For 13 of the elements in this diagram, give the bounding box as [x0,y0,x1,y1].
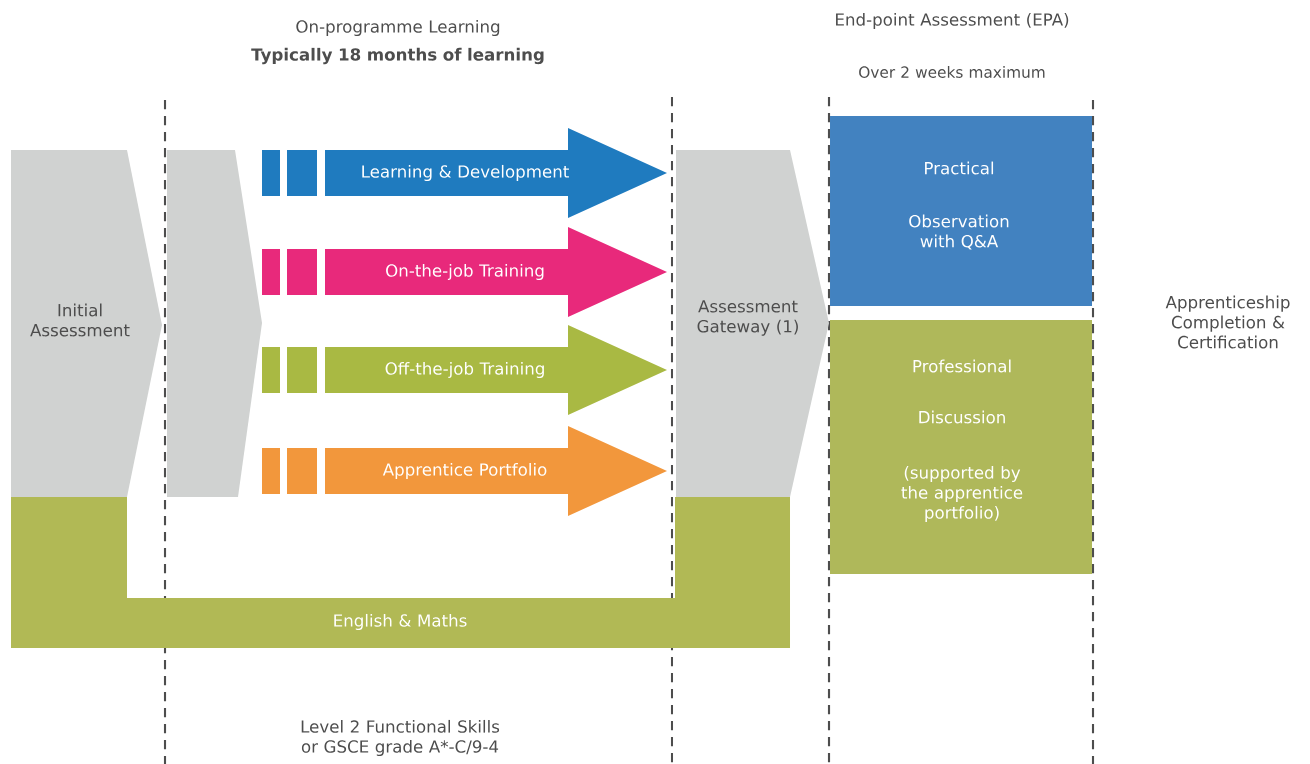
assessment-box: Practical Observation with Q&A [830,116,1092,306]
note: Level 2 Functional Skills or GSCE grade A*-C/9-4 [301,719,500,757]
arrow-banner: Off-the-job Training [262,325,667,415]
arrow-banner: Learning & Development [262,128,667,218]
arrow-banner: Apprentice Portfolio [262,426,667,516]
heading: On-programme Learning [296,19,500,37]
end-label: Apprenticeship Completion & Certification [1165,295,1290,349]
heading: End-point Assessment (EPA) [836,12,1069,30]
chevron-shape [167,150,262,497]
note: Over 2 weeks maximum [859,66,1045,78]
arrow-banner: On-the-job Training [262,227,667,317]
assessment-box: Professional Discussion (supported by the apprentice portfolio) [830,320,1092,574]
heading: Typically 18 months of learning [251,47,544,65]
